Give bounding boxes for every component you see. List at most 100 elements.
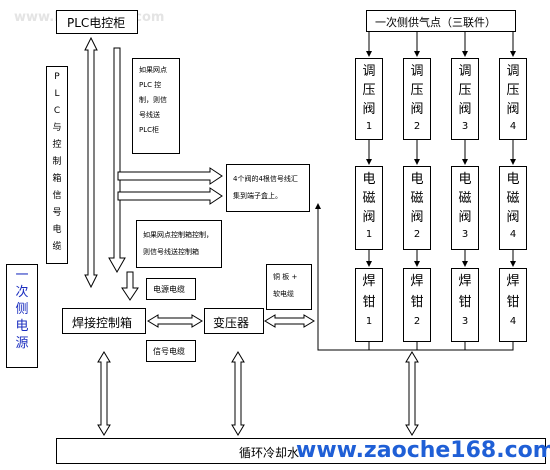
solenoid-valve-char: 阀	[458, 210, 472, 225]
solenoid-valve-number: 4	[509, 229, 517, 240]
solenoid-valve-char: 电	[458, 172, 472, 187]
cooling-water-box: 循环冷却水	[56, 438, 546, 464]
arrow-to-signal-note-1	[117, 167, 223, 185]
plc-note-line: 如果网点	[139, 66, 167, 74]
welding-gun-char: 钳	[506, 295, 520, 310]
primary-power-box: 一次侧电源	[6, 264, 38, 368]
power-cable-label: 电源电缆	[153, 285, 185, 294]
regulator-valve-1: 调压阀 1	[355, 58, 383, 140]
regulator-valve-char: 压	[410, 83, 424, 98]
welding-gun-1: 焊钳 1	[355, 268, 383, 342]
air-supply-label: 一次侧供气点（三联件）	[375, 16, 496, 29]
plc-signal-char: 控	[52, 140, 62, 150]
regulator-valve-char: 阀	[362, 102, 376, 117]
welding-gun-number: 1	[365, 316, 373, 327]
welding-gun-number: 2	[413, 316, 421, 327]
arrow-to-signal-note-2	[117, 187, 223, 205]
welding-gun-char: 钳	[458, 295, 472, 310]
copper-cable-line: 软电缆	[273, 290, 294, 298]
regulator-valve-char: 调	[362, 64, 376, 79]
plc-note-down-arrow	[108, 47, 126, 274]
primary-power-char: 电	[15, 319, 29, 334]
welding-gun-4: 焊钳 4	[499, 268, 527, 342]
regulator-valve-char: 阀	[506, 102, 520, 117]
regulator-valve-number: 2	[413, 121, 421, 132]
regulator-valve-char: 调	[506, 64, 520, 79]
plc-signal-char: L	[54, 89, 60, 99]
cooling-water-label: 循环冷却水	[239, 446, 300, 460]
regulator-valve-3: 调压阀 3	[451, 58, 479, 140]
plc-cabinet-label: PLC电控柜	[67, 16, 126, 30]
regulator-valve-number: 3	[461, 121, 469, 132]
plc-signal-char: 电	[52, 225, 62, 235]
watermark-bottom: www.zaoche168.com	[296, 438, 550, 463]
copper-cable-line: 铜 板 +	[273, 273, 298, 281]
plc-cabinet-box: PLC电控柜	[56, 10, 138, 34]
plc-signal-char: 信	[52, 191, 62, 201]
solenoid-valve-2: 电磁阀 2	[403, 166, 431, 250]
cooling-arrow-2	[231, 351, 245, 436]
solenoid-valve-number: 2	[413, 229, 421, 240]
welding-gun-2: 焊钳 2	[403, 268, 431, 342]
transformer-label: 变压器	[213, 316, 250, 330]
solenoid-valve-char: 磁	[506, 191, 520, 206]
regulator-valve-char: 阀	[458, 102, 472, 117]
cooling-arrow-1	[97, 351, 111, 436]
primary-power-char: 一	[15, 268, 29, 283]
welding-gun-char: 焊	[458, 274, 472, 289]
control-note-line: 则信号线送控制箱	[143, 248, 199, 256]
welding-gun-char: 钳	[362, 295, 376, 310]
signal-cable-box: 信号电缆	[146, 340, 196, 362]
solenoid-valve-3: 电磁阀 3	[451, 166, 479, 250]
regulator-valve-char: 压	[506, 83, 520, 98]
plc-signal-char: P	[54, 72, 60, 82]
plc-signal-char: 与	[52, 123, 62, 133]
solenoid-valve-char: 磁	[458, 191, 472, 206]
solenoid-valve-char: 阀	[410, 210, 424, 225]
control-note-line: 如果网点控制箱控制，	[143, 231, 213, 239]
control-box-note: 如果网点控制箱控制， 则信号线送控制箱	[136, 220, 222, 268]
welding-gun-number: 4	[509, 316, 517, 327]
primary-power-char: 次	[15, 285, 29, 300]
plc-signal-char: 缆	[52, 242, 62, 252]
solenoid-valve-number: 1	[365, 229, 373, 240]
solenoid-valve-char: 电	[410, 172, 424, 187]
plc-signal-char: 制	[52, 157, 62, 167]
welding-gun-char: 钳	[410, 295, 424, 310]
transformer-box: 变压器	[204, 308, 264, 334]
regulator-valve-char: 压	[362, 83, 376, 98]
signal-terminal-note-box: 4个阀的4根信号线汇集到端子盒上。	[226, 164, 310, 212]
welding-gun-3: 焊钳 3	[451, 268, 479, 342]
solenoid-valve-char: 电	[506, 172, 520, 187]
weldbox-transformer-double-arrow	[147, 314, 203, 328]
welding-gun-char: 焊	[506, 274, 520, 289]
primary-power-char: 源	[15, 336, 29, 351]
regulator-valve-char: 压	[458, 83, 472, 98]
solenoid-valve-char: 磁	[362, 191, 376, 206]
regulator-valve-char: 调	[458, 64, 472, 79]
plc-signal-char: C	[53, 106, 61, 116]
solenoid-valve-char: 阀	[362, 210, 376, 225]
plc-vertical-double-arrow	[84, 36, 98, 289]
regulator-valve-char: 调	[410, 64, 424, 79]
welding-gun-char: 焊	[410, 274, 424, 289]
copper-cable-box: 铜 板 + 软电缆	[266, 264, 312, 310]
welding-gun-char: 焊	[362, 274, 376, 289]
signal-note-line: 集到端子盒上。	[233, 192, 282, 200]
power-cable-box: 电源电缆	[146, 278, 196, 300]
solenoid-valve-number: 3	[461, 229, 469, 240]
regulator-valve-2: 调压阀 2	[403, 58, 431, 140]
welding-control-box: 焊接控制箱	[62, 308, 146, 334]
plc-note-line: 制，则信	[139, 96, 167, 104]
regulator-valve-char: 阀	[410, 102, 424, 117]
regulator-valve-number: 1	[365, 121, 373, 132]
plc-signal-char: 号	[52, 208, 62, 218]
welding-gun-number: 3	[461, 316, 469, 327]
plc-note-line: PLC 控	[139, 81, 162, 89]
solenoid-valve-char: 磁	[410, 191, 424, 206]
